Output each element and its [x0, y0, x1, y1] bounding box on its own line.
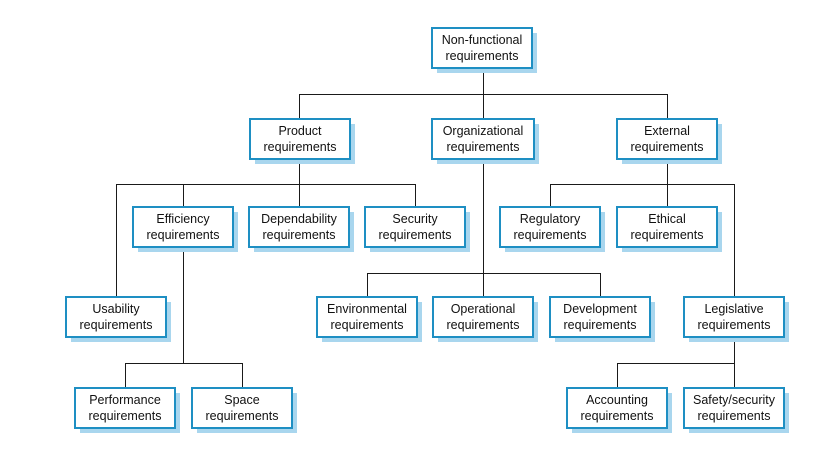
node-box: [65, 296, 167, 338]
node-label-line2: requirements: [698, 318, 771, 332]
node-label-line2: requirements: [331, 318, 404, 332]
node-label-line1: Regulatory: [520, 212, 581, 226]
node-box: [499, 206, 601, 248]
node-box: [616, 206, 718, 248]
node-label-line1: Security: [392, 212, 438, 226]
node-development: Development requirements: [549, 296, 655, 342]
node-label-line2: requirements: [581, 409, 654, 423]
node-environmental: Environmental requirements: [316, 296, 422, 342]
node-box: [549, 296, 651, 338]
node-label-line1: Efficiency: [156, 212, 210, 226]
node-label-line1: Usability: [92, 302, 140, 316]
node-accounting: Accounting requirements: [566, 387, 672, 433]
node-efficiency: Efficiency requirements: [132, 206, 238, 252]
node-label-line2: requirements: [80, 318, 153, 332]
node-box: [432, 296, 534, 338]
node-label-line2: requirements: [446, 49, 519, 63]
node-label-line2: requirements: [631, 140, 704, 154]
node-box: [616, 118, 718, 160]
node-box: [683, 296, 785, 338]
node-security: Security requirements: [364, 206, 470, 252]
node-label-line1: Safety/security: [693, 393, 776, 407]
node-box: [191, 387, 293, 429]
node-label-line2: requirements: [89, 409, 162, 423]
node-label-line1: Product: [278, 124, 322, 138]
node-box: [566, 387, 668, 429]
node-box: [431, 118, 535, 160]
node-label-line2: requirements: [147, 228, 220, 242]
node-organizational: Organizational requirements: [431, 118, 539, 164]
node-label-line1: External: [644, 124, 690, 138]
node-label-line1: Non-functional: [442, 33, 523, 47]
node-label-line1: Environmental: [327, 302, 407, 316]
node-space: Space requirements: [191, 387, 297, 433]
node-ethical: Ethical requirements: [616, 206, 722, 252]
node-box: [74, 387, 176, 429]
node-box: [364, 206, 466, 248]
node-external: External requirements: [616, 118, 722, 164]
node-label-line1: Space: [224, 393, 259, 407]
node-performance: Performance requirements: [74, 387, 180, 433]
node-label-line1: Organizational: [443, 124, 524, 138]
node-safety-security: Safety/security requirements: [683, 387, 789, 433]
node-box: [249, 118, 351, 160]
node-label-line1: Performance: [89, 393, 161, 407]
node-non-functional: Non-functional requirements: [431, 27, 537, 73]
node-dependability: Dependability requirements: [248, 206, 354, 252]
node-label-line1: Operational: [451, 302, 516, 316]
node-label-line2: requirements: [698, 409, 771, 423]
node-label-line2: requirements: [564, 318, 637, 332]
node-label-line2: requirements: [379, 228, 452, 242]
node-label-line1: Dependability: [261, 212, 337, 226]
node-box: [683, 387, 785, 429]
node-label-line1: Development: [563, 302, 637, 316]
node-box: [316, 296, 418, 338]
node-usability: Usability requirements: [65, 296, 171, 342]
node-label-line2: requirements: [447, 140, 520, 154]
node-label-line2: requirements: [514, 228, 587, 242]
node-regulatory: Regulatory requirements: [499, 206, 605, 252]
node-operational: Operational requirements: [432, 296, 538, 342]
node-legislative: Legislative requirements: [683, 296, 789, 342]
node-label-line1: Legislative: [704, 302, 763, 316]
node-product: Product requirements: [249, 118, 355, 164]
node-box: [132, 206, 234, 248]
node-label-line1: Accounting: [586, 393, 648, 407]
node-label-line2: requirements: [264, 140, 337, 154]
node-label-line2: requirements: [631, 228, 704, 242]
node-box: [431, 27, 533, 69]
node-label-line2: requirements: [263, 228, 336, 242]
node-box: [248, 206, 350, 248]
node-label-line2: requirements: [206, 409, 279, 423]
node-label-line1: Ethical: [648, 212, 686, 226]
node-label-line2: requirements: [447, 318, 520, 332]
